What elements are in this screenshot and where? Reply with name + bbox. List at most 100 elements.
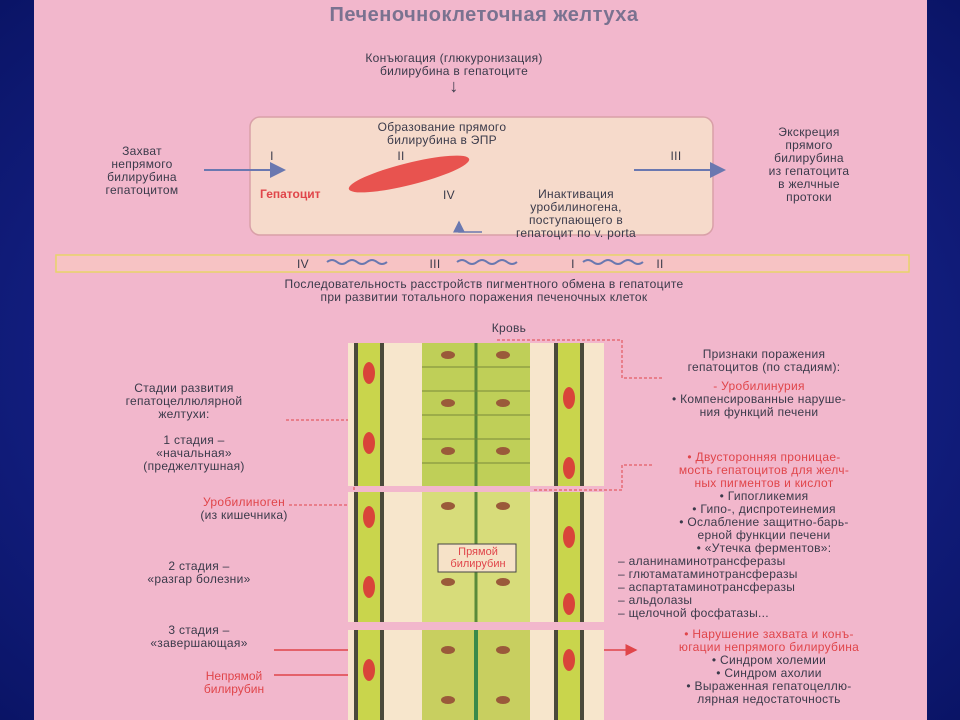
- signs-heading-line-1: Признаки поражения: [702, 347, 826, 361]
- stage-2-line-1: 2 стадия –: [168, 559, 230, 573]
- capture-line-1: Захват: [122, 144, 162, 158]
- signs-stage-1-item-1: • Компенсированные наруше-: [671, 392, 847, 406]
- signs-stage-3-item-3: • Выраженная гепатоцеллю-: [686, 679, 852, 693]
- signs-stage-1-item-2: ния функций печени: [699, 405, 819, 419]
- stage-1-line-3: (преджелтушная): [143, 459, 245, 473]
- capture-label: Захват непрямого билирубина гепатоцитом: [82, 145, 202, 197]
- stage-3-line-2: «завершающая»: [150, 636, 248, 650]
- signs-stage-2-item-1: • Гипогликемия: [719, 489, 809, 503]
- signs-stage-3-red-2: югации непрямого билирубина: [678, 640, 860, 654]
- roman-iv: IV: [443, 188, 455, 202]
- page-title: Печеночноклеточная желтуха: [329, 4, 639, 26]
- signs-stage-3-item-1: • Синдром холемии: [711, 653, 827, 667]
- inactivation-line-2: уробилиногена,: [530, 200, 622, 214]
- stages-heading-line-3: желтухи:: [158, 407, 210, 421]
- signs-stage-2: • Двусторонняя проницае- мость гепатоцит…: [614, 451, 914, 620]
- sequence-bar: [55, 254, 910, 273]
- blood-label: Кровь: [491, 321, 527, 335]
- signs-stage-1-red: - Уробилинурия: [713, 379, 805, 393]
- signs-stage-2-red-2: мость гепатоцитов для желч-: [678, 463, 850, 477]
- indirect-bilirubin-label: Непрямой билирубин: [184, 670, 284, 696]
- sequence-iv: IV: [297, 257, 309, 271]
- indirect-bilirubin-line-2: билирубин: [203, 682, 265, 696]
- tissue-panel-1: [348, 343, 604, 486]
- sequence-iii: III: [429, 257, 441, 271]
- formation-line-2: билирубина в ЭПР: [387, 133, 497, 147]
- sequence-caption-line-2: при развитии тотального поражения печено…: [320, 290, 648, 304]
- roman-iii: III: [670, 149, 682, 163]
- tissue-graphic-2: [348, 492, 604, 622]
- roman-i: I: [270, 149, 274, 163]
- hepatocyte-label: Гепатоцит: [260, 187, 321, 201]
- signs-stage-2-item-5: • «Утечка ферментов»:: [696, 541, 832, 555]
- urobilinogen-line-2: (из кишечника): [200, 508, 288, 522]
- down-arrow: ↓: [449, 76, 459, 96]
- capture-line-2: непрямого: [111, 157, 173, 171]
- conjugation-label: Конъюгация (глюкуронизация) билирубина в…: [264, 52, 644, 78]
- inactivation-line-3: поступающего в: [528, 213, 624, 227]
- tissue-panel-2: [348, 492, 604, 622]
- formation-label: Образование прямого билирубина в ЭПР: [332, 121, 552, 147]
- signs-stage-2-red-1: • Двусторонняя проницае-: [687, 450, 841, 464]
- signs-heading-line-2: гепатоцитов (по стадиям):: [687, 360, 841, 374]
- inactivation-line-1: Инактивация: [538, 187, 614, 201]
- stage-2-line-2: «разгар болезни»: [147, 572, 251, 586]
- stage-3-line-1: 3 стадия –: [168, 623, 230, 637]
- sequence-caption-line-1: Последовательность расстройств пигментно…: [284, 277, 684, 291]
- inactivation-label: Инактивация уробилиногена, поступающего …: [476, 188, 676, 240]
- signs-stage-3-item-2: • Синдром ахолии: [716, 666, 822, 680]
- signs-stage-2-red-3: ных пигментов и кислот: [694, 476, 834, 490]
- stages-heading: Стадии развития гепатоцеллюлярной желтух…: [84, 382, 284, 421]
- signs-heading: Признаки поражения гепатоцитов (по стади…: [634, 348, 894, 374]
- signs-stage-2-item-9: – альдолазы: [618, 593, 693, 607]
- sequence-caption: Последовательность расстройств пигментно…: [104, 278, 864, 304]
- urobilinogen-line-1: Уробилиноген: [202, 495, 286, 509]
- signs-stage-2-item-10: – щелочной фосфатазы...: [618, 606, 769, 620]
- stage-3-label: 3 стадия – «завершающая»: [114, 624, 284, 650]
- capture-line-3: билирубина: [107, 170, 177, 184]
- stages-heading-line-2: гепатоцеллюлярной: [125, 394, 243, 408]
- direct-bilirubin-line-2: билирубин: [450, 558, 506, 570]
- stage-1-line-2: «начальная»: [156, 446, 232, 460]
- inactivation-arrow: [453, 220, 482, 233]
- tissue-panel-3: [348, 630, 604, 720]
- excretion-line-1: Экскреция: [778, 125, 840, 139]
- signs-stage-2-item-3: • Ослабление защитно-барь-: [679, 515, 849, 529]
- sequence-ii: II: [656, 257, 664, 271]
- roman-ii: II: [397, 149, 405, 163]
- capture-line-4: гепатоцитом: [105, 183, 179, 197]
- inactivation-line-4: гепатоцит по v. porta: [515, 226, 637, 240]
- excretion-line-6: протоки: [786, 190, 832, 204]
- excretion-line-3: билирубина: [774, 151, 844, 165]
- signs-stage-2-item-6: – аланинаминотрансферазы: [618, 554, 786, 568]
- er-ellipse: [348, 155, 470, 193]
- signs-stage-2-item-8: – аспартатаминотрансферазы: [618, 580, 796, 594]
- direct-bilirubin-label: Прямой билирубин: [439, 546, 517, 570]
- diagram-graphics: [55, 116, 910, 676]
- signs-stage-3-red-1: • Нарушение захвата и конъ-: [684, 627, 854, 641]
- urobilinogen-label: Уробилиноген (из кишечника): [174, 496, 314, 522]
- signs-stage-2-item-7: – глютаматаминотрансферазы: [618, 567, 798, 581]
- conjugation-line-2: билирубина в гепатоците: [379, 64, 529, 78]
- excretion-line-2: прямого: [785, 138, 833, 152]
- signs-stage-2-item-4: ерной функции печени: [697, 528, 831, 542]
- stage-1-label: 1 стадия – «начальная» (преджелтушная): [94, 434, 294, 473]
- indirect-bilirubin-line-1: Непрямой: [205, 669, 263, 683]
- formation-line-1: Образование прямого: [377, 120, 507, 134]
- stage-1-line-1: 1 стадия –: [163, 433, 225, 447]
- signs-stage-3: • Нарушение захвата и конъ- югации непря…: [624, 628, 914, 706]
- tissue-graphic-3: [348, 630, 604, 720]
- stages-heading-line-1: Стадии развития: [134, 381, 234, 395]
- excretion-label: Экскреция прямого билирубина из гепатоци…: [744, 126, 874, 204]
- sequence-i: I: [571, 257, 575, 271]
- tissue-graphic-1: [348, 343, 604, 486]
- signs-stage-2-item-2: • Гипо-, диспротеинемия: [692, 502, 836, 516]
- direct-bilirubin-line-1: Прямой: [458, 546, 498, 558]
- excretion-line-5: в желчные: [778, 177, 840, 191]
- signs-stage-1: - Уробилинурия • Компенсированные наруше…: [614, 380, 904, 419]
- excretion-line-4: из гепатоцита: [768, 164, 850, 178]
- slide: Печеночноклеточная желтуха Конъюгация (г…: [34, 0, 927, 720]
- stage-2-label: 2 стадия – «разгар болезни»: [114, 560, 284, 586]
- signs-stage-3-item-4: лярная недостаточность: [697, 692, 841, 706]
- conjugation-line-1: Конъюгация (глюкуронизация): [365, 51, 543, 65]
